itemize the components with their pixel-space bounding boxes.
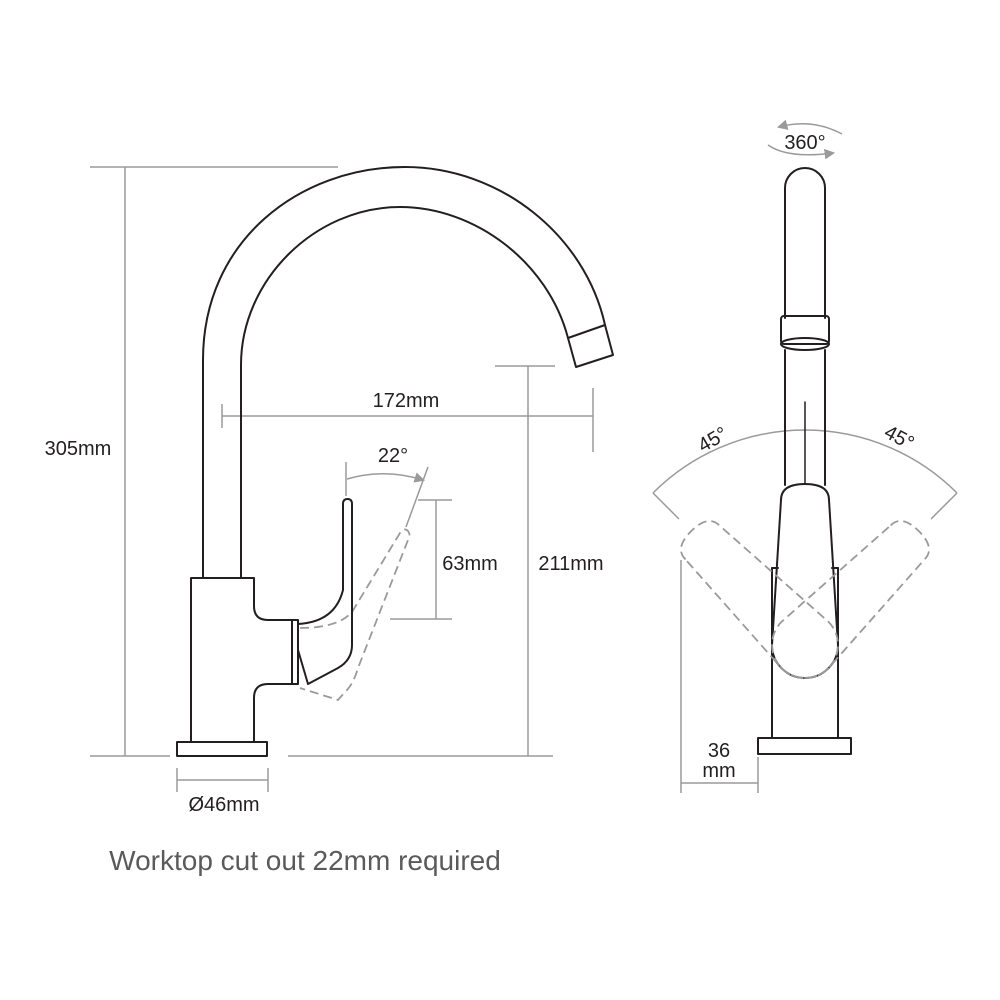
base-diameter-label: Ø46mm <box>188 794 259 816</box>
spout-inner-curve <box>240 206 569 579</box>
reach-label: 172mm <box>373 390 440 412</box>
spout-clearance-dimension: 211mm <box>288 365 604 757</box>
lever-swing-left-outline <box>680 520 839 679</box>
base-diameter-dimension: Ø46mm <box>176 768 269 816</box>
rotation-arrow-bottom <box>767 144 836 160</box>
lever-height-dimension: 63mm <box>390 499 498 620</box>
clearance-label: 211mm <box>538 553 603 575</box>
body-width-unit: mm <box>702 760 735 782</box>
front-base-plate <box>757 737 852 755</box>
rotation-label: 360° <box>784 132 825 154</box>
reach-dimension: 172mm <box>221 388 594 452</box>
spout-collar <box>780 315 830 345</box>
body-width-value: 36 <box>708 740 730 762</box>
swing-right-tick <box>930 492 958 520</box>
lever-height-label: 63mm <box>442 553 498 575</box>
spout-outer-curve <box>202 166 606 579</box>
height-label: 305mm <box>45 438 112 460</box>
faucet-front-drawing <box>680 167 930 755</box>
worktop-caption: Worktop cut out 22mm required <box>109 845 501 876</box>
lever-handle <box>297 498 353 685</box>
lever-angle-arc <box>346 472 426 483</box>
spout-nozzle <box>567 324 614 368</box>
height-dimension: 305mm <box>45 166 338 757</box>
base-plate <box>176 741 268 757</box>
lever-angle-label: 22° <box>378 445 408 467</box>
rotation-arrow-top <box>776 119 843 135</box>
swing-left-tick <box>652 492 680 520</box>
faucet-side-drawing <box>176 166 614 757</box>
lever-swing-right-outline <box>771 520 930 679</box>
front-view: 360° 45° 45° 36 mm <box>652 119 958 793</box>
right-angle-label: 45° <box>880 421 917 455</box>
spout-tube-top <box>784 167 826 319</box>
left-angle-label: 45° <box>694 423 731 457</box>
side-view: 305mm 172mm 211mm 63mm 22° <box>45 166 614 816</box>
lever-angle-dimension: 22° <box>345 445 429 528</box>
rotation-indicator: 360° <box>767 119 843 160</box>
body-width-dimension: 36 mm <box>680 560 759 793</box>
lever-tilted-outline <box>299 528 411 701</box>
spout-collar-rim <box>780 337 830 351</box>
faucet-body <box>190 577 293 743</box>
